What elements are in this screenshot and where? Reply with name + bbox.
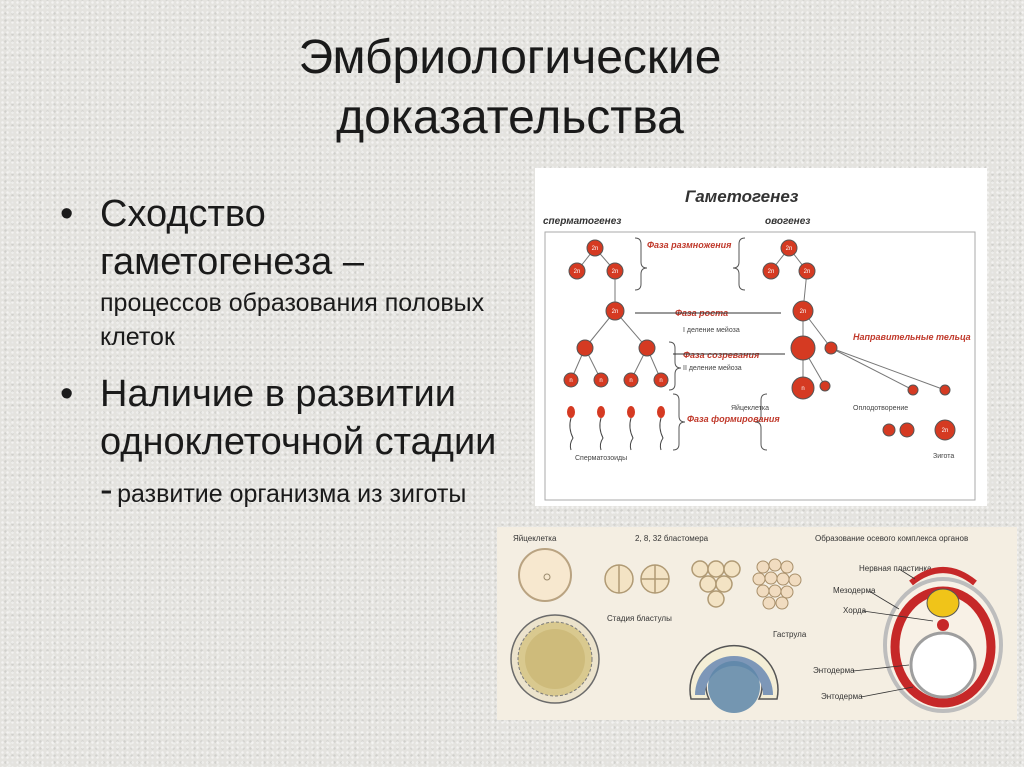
fertilization-label: Оплодотворение — [853, 405, 908, 412]
bullet-item: • Наличие в развитии одноклеточной стади… — [60, 370, 500, 514]
axial-complex-label: Образование осевого комплекса органов — [815, 534, 968, 543]
cell — [577, 340, 593, 356]
polar-body — [940, 385, 950, 395]
cleavage-stages — [605, 561, 740, 607]
phase-maturation-label: Фаза созревания — [683, 350, 760, 360]
bullet-main-text: Сходство гаметогенеза – — [100, 190, 500, 286]
blastomeres-label: 2, 8, 32 бластомера — [635, 534, 709, 543]
cell-label: 2n — [612, 269, 619, 275]
fertilizing-sperm — [883, 424, 895, 436]
cell-label: 2n — [768, 269, 775, 275]
blastomere — [716, 576, 732, 592]
cell-label: 2n — [612, 309, 619, 315]
phase-reproduction-label: Фаза размножения — [647, 240, 732, 250]
bullet-list: • Сходство гаметогенеза – процессов обра… — [60, 190, 500, 530]
gastrula-cavity — [708, 661, 760, 713]
endoderm-layer — [911, 633, 975, 697]
embryo-diagram: Яйцеклетка 2, 8, 32 бластомера Образован… — [497, 527, 1017, 720]
gametogenesis-diagram: Гаметогенез сперматогенез овогенез — [535, 168, 987, 506]
cell — [791, 336, 815, 360]
blastomere — [708, 561, 724, 577]
embryo-development-figure: Яйцеклетка 2, 8, 32 бластомера Образован… — [497, 527, 1017, 720]
zygote-label: Зигота — [933, 453, 954, 460]
blastula-label: Стадия бластулы — [607, 614, 672, 623]
spermatogenesis-label: сперматогенез — [543, 216, 621, 227]
neural-plate-label: Нервная пластинка — [859, 564, 932, 573]
gastrula-label: Гаструла — [773, 630, 807, 639]
chord-label: Хорда — [843, 606, 867, 615]
sperm-cell — [627, 406, 635, 418]
cell-label: 2n — [592, 246, 599, 252]
blastomere — [692, 561, 708, 577]
polar-body — [820, 381, 830, 391]
sperm-cell — [567, 406, 575, 418]
cell-label: 2n — [786, 246, 793, 252]
cell-label: n — [599, 378, 602, 384]
gametogenesis-title: Гаметогенез — [685, 187, 799, 206]
endoderm-label-2: Энтодерма — [821, 692, 863, 701]
cell-label: n — [629, 378, 632, 384]
blastomere — [708, 591, 724, 607]
sperm-cell — [597, 406, 605, 418]
meiosis-1-label: I деление мейоза — [683, 326, 740, 334]
blastomere — [724, 561, 740, 577]
egg-cell — [900, 423, 914, 437]
polar-body — [908, 385, 918, 395]
oogenesis-label: овогенез — [765, 216, 810, 227]
blastomere — [700, 576, 716, 592]
blastocoel — [525, 629, 585, 689]
mesoderm-label: Мезодерма — [833, 586, 876, 595]
polar-body — [825, 342, 837, 354]
cell-label: n — [569, 378, 572, 384]
chord-core — [937, 619, 949, 631]
cell-label: n — [801, 386, 804, 392]
endoderm-label: Энтодерма — [813, 666, 855, 675]
thirty-two-cell-stage — [753, 559, 801, 609]
meiosis-2-label: II деление мейоза — [683, 364, 742, 372]
sperm-label: Сперматозоиды — [575, 455, 627, 462]
bullet-item: • Сходство гаметогенеза – процессов обра… — [60, 190, 500, 354]
cell-label: 2n — [574, 269, 581, 275]
polar-bodies-label: Направительные тельца — [853, 332, 971, 342]
gametogenesis-figure: Гаметогенез сперматогенез овогенез — [535, 168, 987, 506]
bullet-marker: • — [60, 370, 100, 514]
cell-label: 2n — [804, 269, 811, 275]
bullet-sub-text: процессов образования половых клеток — [100, 286, 500, 354]
phase-formation-label: Фаза формирования — [687, 414, 780, 424]
bullet-marker: • — [60, 190, 100, 354]
egg-label: Яйцеклетка — [513, 534, 557, 543]
sperm-cell — [657, 406, 665, 418]
slide-title: Эмбриологические доказательства — [190, 28, 830, 148]
cell — [639, 340, 655, 356]
egg-label: Яйцеклетка — [731, 404, 769, 412]
cell-label: 2n — [800, 309, 807, 315]
bullet-sub-text: развитие организма из зиготы — [117, 480, 466, 508]
cell-label: n — [659, 378, 662, 384]
cell-label: 2n — [942, 428, 949, 434]
notochord — [927, 589, 959, 617]
